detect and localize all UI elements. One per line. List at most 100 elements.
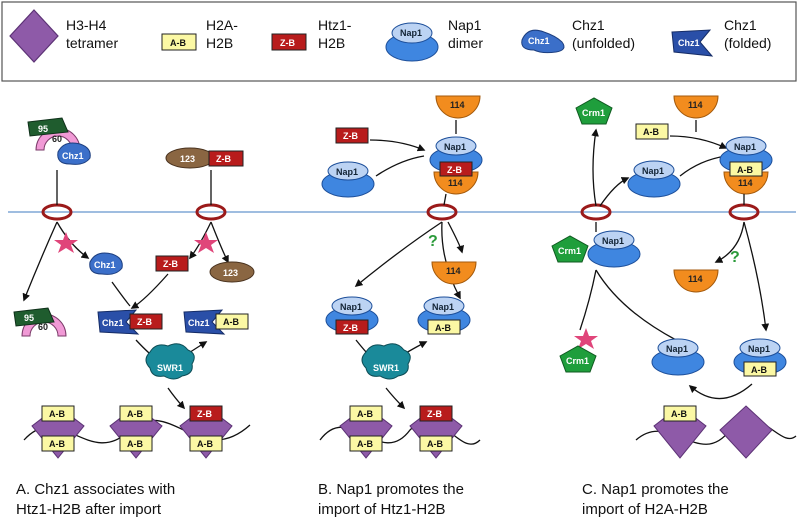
- arrow-c-nap1-export: [599, 177, 630, 207]
- nap1-c-free-label: Nap1: [666, 344, 688, 354]
- nap1-b-label: Nap1: [444, 142, 466, 152]
- swr1-b-down: [385, 387, 406, 410]
- arrow-b-nap1: [375, 155, 425, 177]
- nucleosome-a2: A-B A-B: [109, 405, 163, 459]
- chz1-unfolded-icon: Chz1: [521, 29, 565, 54]
- arrow-c-114out: [714, 221, 745, 263]
- arrow-c-ab: [669, 135, 728, 149]
- nap1-zb-nuc: Nap1 Z-B: [325, 296, 379, 335]
- nap1-cyto-label: Nap1: [336, 167, 358, 177]
- legend-chz1u-line2: (unfolded): [572, 35, 635, 51]
- nap1-c-cyto: Nap1: [627, 160, 681, 198]
- h3h4-tetramer-icon: [9, 9, 59, 63]
- kap114-c-top-label: 114: [688, 100, 703, 110]
- swr1-b-label: SWR1: [373, 363, 399, 373]
- nap1-cyto: Nap1: [321, 161, 375, 198]
- rangtp-star-a1: [54, 232, 78, 253]
- nucleosome-c1: A-B: [653, 405, 707, 459]
- question-b: ?: [428, 233, 438, 250]
- zb-free-label: Z-B: [163, 259, 178, 269]
- h2a-h2b-icon: [161, 33, 197, 51]
- chz1-free: [89, 252, 123, 275]
- swr1-arrow-down: [167, 387, 186, 410]
- chz1-ab-ab-label: A-B: [223, 317, 239, 327]
- kap114-top: [435, 95, 481, 119]
- rangtp-star-c: [574, 328, 598, 349]
- arrow-c-down: [743, 221, 770, 332]
- nuc-a2-top: A-B: [127, 409, 143, 419]
- arrow-c-nap1: [679, 155, 727, 177]
- arrow-c-split-right: [595, 269, 677, 341]
- kap60-free-label: 60: [38, 322, 48, 332]
- swr1-b: [361, 343, 411, 380]
- crm1-top: [575, 97, 613, 125]
- pore-b: [426, 203, 458, 221]
- legend-nap1-glyph: Nap1: [400, 28, 422, 38]
- arrow-b-import: [443, 193, 447, 206]
- arrow-b-left: [354, 221, 443, 287]
- kap123-free: [209, 261, 255, 283]
- zb-nuc-label: Z-B: [343, 323, 358, 333]
- nap1-ab-nuc-label: Nap1: [432, 302, 454, 312]
- swr1-complex: [145, 343, 195, 380]
- legend-zb-glyph: Z-B: [280, 38, 295, 48]
- kap114-c-free-label: 114: [688, 274, 703, 284]
- kap114-c-label: 114: [738, 178, 753, 188]
- nap1-complex-label: Nap1: [602, 236, 624, 246]
- ab-nuc-label: A-B: [435, 323, 451, 333]
- kap114-free: [431, 261, 477, 285]
- nap1-dimer-icon: Nap1: [385, 22, 439, 62]
- chz1-free-label: Chz1: [94, 260, 116, 270]
- legend-htz1-line1: Htz1-: [318, 17, 352, 33]
- zb-cyto-label: Z-B: [343, 131, 358, 141]
- swr1-label: SWR1: [157, 363, 183, 373]
- nap1-ab-c-nuc-label: Nap1: [748, 344, 770, 354]
- arrow-c-crm1-export: [591, 128, 599, 207]
- chz1-ab-chz-label: Chz1: [188, 318, 210, 328]
- kap123-zb-complex: 123 Z-B: [165, 147, 244, 169]
- crm1-free-label: Crm1: [566, 356, 589, 366]
- merge-arrow-2: [130, 273, 169, 309]
- kap60-label: 60: [52, 134, 62, 144]
- caption-a-line2: Htz1-H2B after import: [16, 501, 162, 518]
- kap114-c-free: [673, 269, 719, 293]
- kap114-b-label: 114: [448, 178, 463, 188]
- panel-a: 60 95 Chz1 123 Z-B Chz1 Z-B 123: [13, 117, 255, 518]
- nap1-ab-nuc: Nap1 A-B: [417, 296, 471, 335]
- nucleosome-b2: Z-B A-B: [409, 405, 463, 459]
- legend-htz1-line2: H2B: [318, 35, 345, 51]
- caption-c-line1: C. Nap1 promotes the: [582, 481, 729, 498]
- nap1-c-cyto-label: Nap1: [642, 166, 664, 176]
- legend-chz1u-line1: Chz1: [572, 17, 605, 33]
- chz1-ab-complex: Chz1 A-B: [183, 309, 249, 335]
- caption-a-line1: A. Chz1 associates with: [16, 481, 175, 498]
- kap95-free-label: 95: [24, 313, 34, 323]
- ab-cyto: [635, 123, 669, 140]
- nuc-a3-top: Z-B: [197, 409, 212, 419]
- ab-c-nuc-label: A-B: [751, 365, 767, 375]
- question-c: ?: [730, 249, 740, 266]
- caption-b-line1: B. Nap1 promotes the: [318, 481, 464, 498]
- legend: H3-H4 tetramer A-B H2A- H2B Z-B Htz1- H2…: [1, 1, 797, 82]
- legend-chz1f-line1: Chz1: [724, 17, 757, 33]
- nap1-ab-114-complex: Nap1 A-B 114: [719, 136, 773, 195]
- crm1-free: [559, 345, 597, 373]
- chz1-zb-chz-label: Chz1: [102, 318, 124, 328]
- nap1-zb-114-complex: Nap1 Z-B 114: [429, 136, 483, 195]
- panel-c: Crm1 114 A-B Nap1 Nap1 A-B 114 ? 114: [551, 95, 797, 518]
- arrow-c-deposit: [688, 383, 753, 400]
- legend-chz1-glyph: Chz1: [528, 36, 550, 46]
- caption-b-line2: import of Htz1-H2B: [318, 501, 446, 518]
- ab-cyto-label: A-B: [643, 127, 659, 137]
- arrow-b-114out: [447, 221, 465, 254]
- kap114-c-top: [673, 95, 719, 119]
- nucleosome-a3: Z-B A-B: [179, 405, 233, 459]
- legend-chz1f-glyph: Chz1: [678, 38, 700, 48]
- legend-nap1-line1: Nap1: [448, 17, 482, 33]
- nap1-c-label: Nap1: [734, 142, 756, 152]
- crm1-nap1-complex: Crm1 Nap1: [551, 230, 641, 268]
- release-arrow-kap: [22, 221, 58, 302]
- kap123-free-label: 123: [223, 268, 238, 278]
- nucleosome-b1: A-B A-B: [339, 405, 393, 459]
